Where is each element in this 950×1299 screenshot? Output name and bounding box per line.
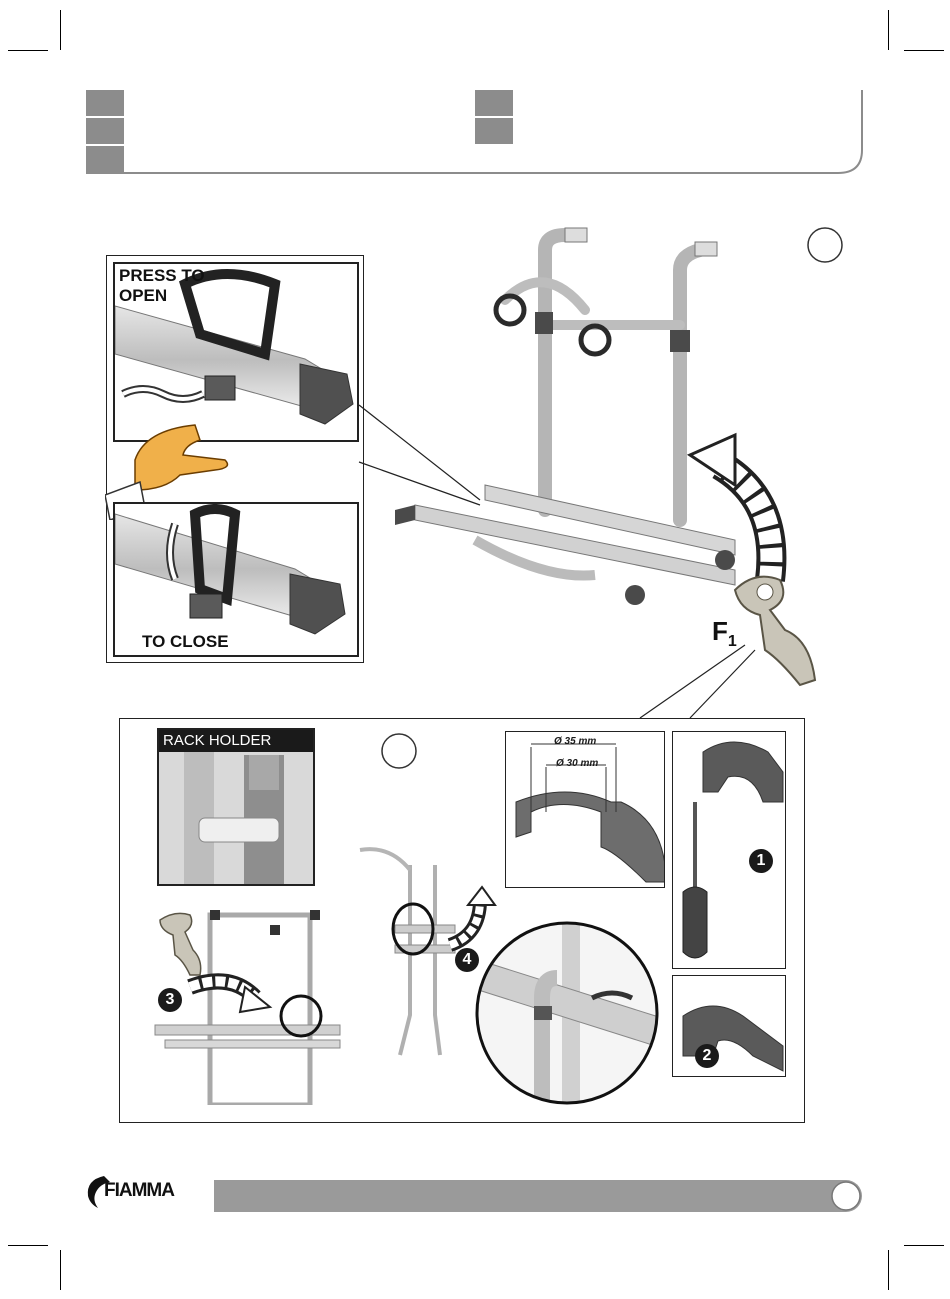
step-3-arrow-icon: [185, 972, 275, 1022]
figure-number-circle-lower: [380, 732, 420, 772]
f1-tool-label-main: F: [712, 616, 728, 646]
step-1-badge: 1: [749, 849, 773, 873]
f1-tool-label: F1: [712, 616, 737, 651]
brand-logo-text: FIAMMA: [104, 1180, 174, 1202]
press-to-open-panel: PRESS TO OPEN: [113, 262, 359, 442]
press-to-open-label: PRESS TO OPEN: [119, 266, 205, 306]
clamp-diameter-illustration: [506, 732, 665, 888]
footer-bar: [214, 1180, 862, 1212]
step-3-badge: 3: [158, 988, 182, 1012]
step-1-panel: 1: [672, 731, 786, 969]
f1-tool-label-sub: 1: [728, 633, 737, 650]
screwdriver-illustration: [673, 732, 786, 969]
rack-holder-photo: [159, 730, 315, 886]
rack-holder-panel: RACK HOLDER: [157, 728, 315, 886]
clamp-step2-illustration: [673, 976, 786, 1077]
rack-holder-label: RACK HOLDER: [159, 730, 315, 752]
page-number-circle: [830, 1180, 862, 1212]
to-close-panel: TO CLOSE: [113, 502, 359, 657]
dim-35-label: Ø 35 mm: [554, 736, 596, 747]
step-2-badge: 2: [695, 1044, 719, 1068]
header-frame-line: [0, 0, 950, 200]
to-close-label: TO CLOSE: [142, 632, 229, 652]
diameter-panel: Ø 35 mm Ø 30 mm: [505, 731, 665, 888]
f1-tool-illustration: [725, 570, 825, 690]
figure-number-circle-top: [805, 225, 845, 265]
dim-30-label: Ø 30 mm: [556, 758, 598, 769]
lift-arrow-icon: [680, 430, 800, 590]
zoom-detail-circle: [472, 918, 662, 1108]
step-2-panel: 2: [672, 975, 786, 1077]
zoom-circle-middle: [390, 902, 440, 962]
brand-logo: FIAMMA: [82, 1170, 187, 1212]
zoom-circle-left: [278, 993, 324, 1039]
